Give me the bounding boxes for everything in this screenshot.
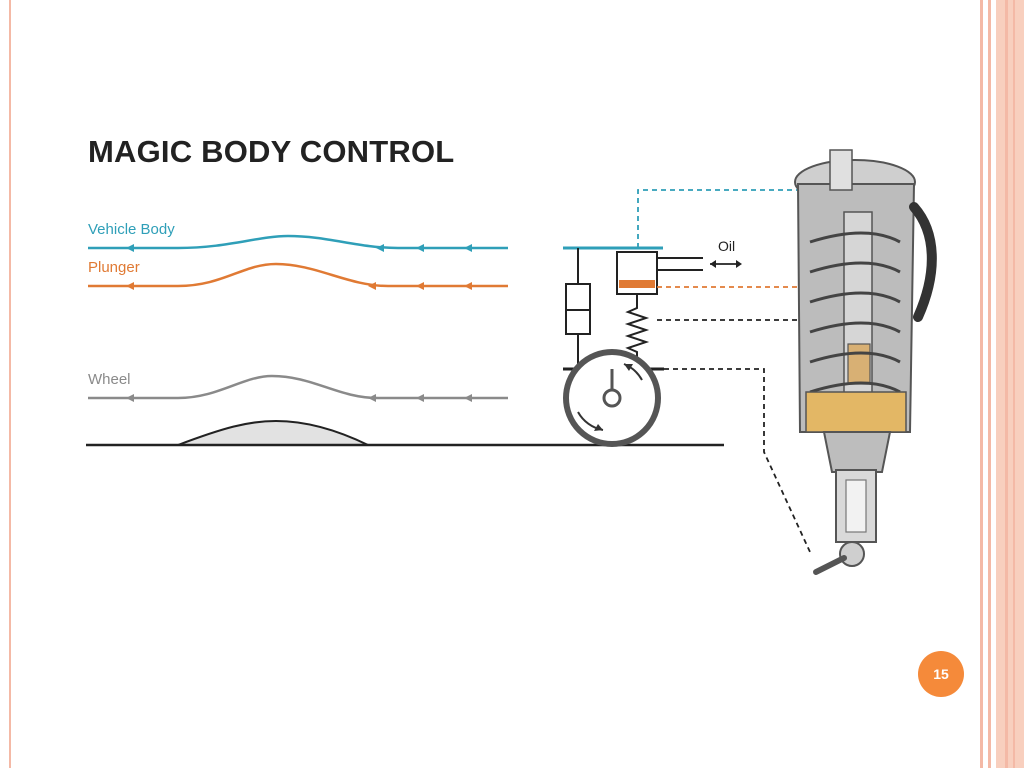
double-arrow-icon: [710, 260, 742, 268]
wheel-line: [88, 374, 508, 400]
frame-line-right: [1005, 0, 1008, 768]
vehicle-body-line: [88, 234, 508, 250]
frame-line-right: [980, 0, 983, 768]
oil-label: Oil: [718, 238, 736, 254]
road-bump: [177, 419, 369, 446]
vehicle-body-arrows: [126, 244, 472, 252]
frame-line-right: [1013, 0, 1015, 768]
leader-lines: [637, 189, 811, 553]
frame-line-left: [9, 0, 11, 768]
frame-band-right: [996, 0, 1024, 768]
frame-line-right: [988, 0, 991, 768]
plunger-label: Plunger: [88, 259, 140, 276]
suspension-schematic: [563, 246, 703, 447]
vehicle-body-label: Vehicle Body: [88, 221, 175, 238]
spring-icon: [624, 294, 650, 369]
plunger-line: [88, 262, 508, 288]
wheel-label: Wheel: [88, 371, 131, 388]
plunger-arrows: [126, 282, 472, 290]
magic-body-control-figure: MAGIC BODY CONTROL Vehicle Body Plunger …: [58, 112, 938, 610]
diagram-svg: [86, 149, 937, 575]
diagram-title: MAGIC BODY CONTROL: [88, 134, 455, 169]
page-number-badge: 15: [918, 651, 964, 697]
suspension-strut-cutaway: [794, 149, 937, 575]
wheel-arrows: [126, 394, 472, 402]
